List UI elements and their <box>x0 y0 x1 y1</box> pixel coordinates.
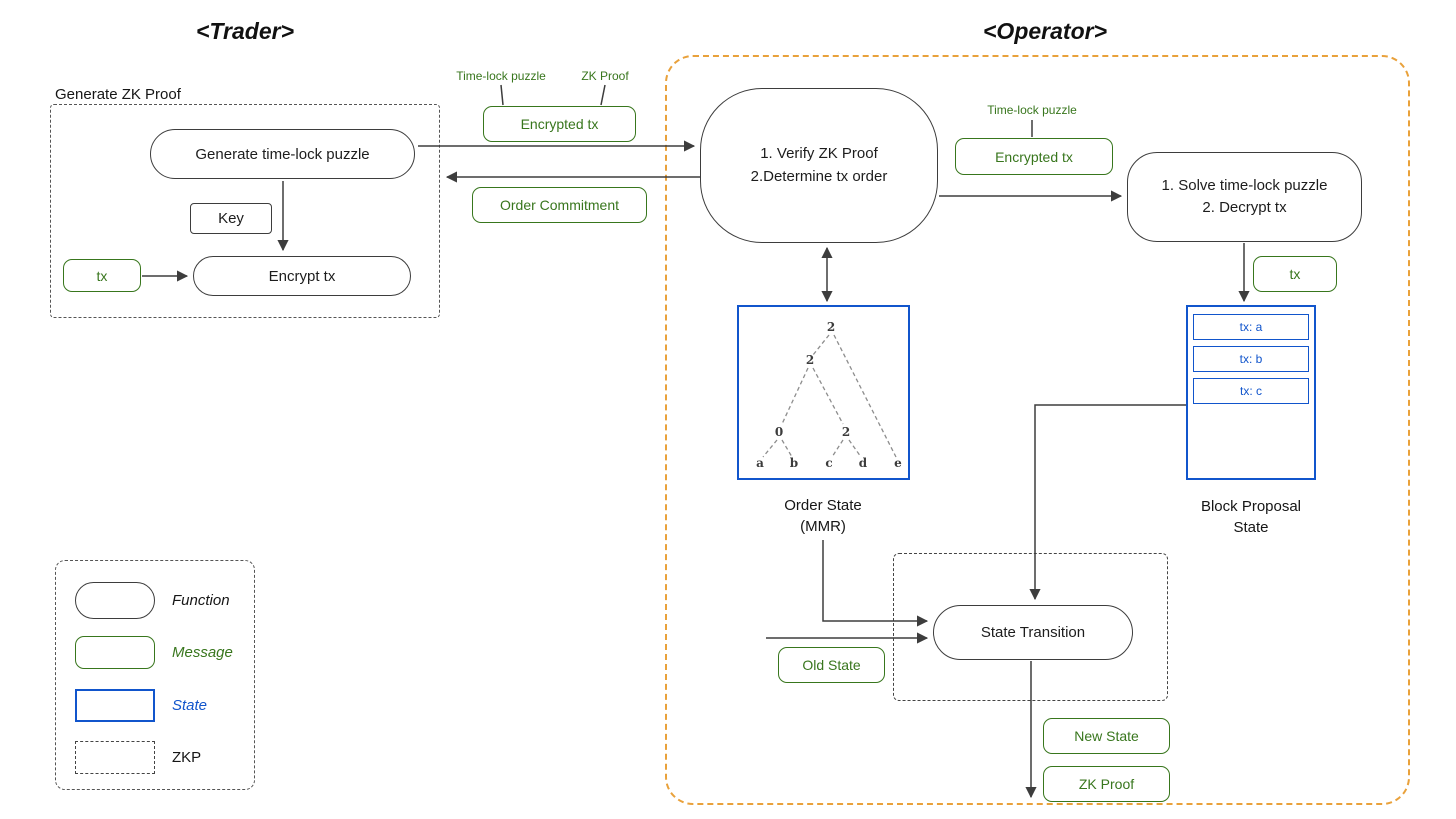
order-state-caption-line2: (MMR) <box>800 518 846 535</box>
legend-function-label: Function <box>172 592 230 609</box>
order-commitment-message: Order Commitment <box>472 187 647 223</box>
block-item-tx-a: tx: a <box>1193 314 1309 340</box>
key-box: Key <box>190 203 272 234</box>
timelock-puzzle-label-mid: Time-lock puzzle <box>987 103 1077 117</box>
mmr-leaf-d: d <box>859 456 868 470</box>
new-state-message: New State <box>1043 718 1170 754</box>
legend-message-shape <box>75 636 155 669</box>
generate-timelock-puzzle-function: Generate time-lock puzzle <box>150 129 415 179</box>
block-proposal-caption-line2: State <box>1233 519 1269 536</box>
block-item-tx-b: tx: b <box>1193 346 1309 372</box>
order-state-mmr-box: 2 2 0 2 a b c d e <box>737 305 910 480</box>
order-state-caption-line1: Order State <box>784 497 862 514</box>
legend-state-shape <box>75 689 155 722</box>
legend-state-label: State <box>172 697 208 714</box>
mmr-tree: 2 2 0 2 a b c d e <box>756 320 902 470</box>
verify-line2: 2.Determine tx order <box>750 167 888 185</box>
block-proposal-state-box: tx: a tx: b tx: c <box>1186 305 1316 480</box>
legend-function-shape <box>75 582 155 619</box>
zk-proof-label-top: ZK Proof <box>581 69 629 83</box>
legend-box <box>55 560 255 790</box>
encrypt-tx-function: Encrypt tx <box>193 256 411 296</box>
block-proposal-caption: Block Proposal State <box>1186 496 1316 538</box>
solve-line1: 1. Solve time-lock puzzle <box>1161 176 1328 194</box>
encrypted-tx-message-1: Encrypted tx <box>483 106 636 142</box>
mmr-left-node: 0 <box>775 425 783 439</box>
mmr-right-node: 2 <box>842 425 850 439</box>
state-transition-function: State Transition <box>933 605 1133 660</box>
timelock-puzzle-label-top: Time-lock puzzle <box>456 69 546 83</box>
mmr-leaf-e: e <box>894 456 902 470</box>
order-state-caption: Order State (MMR) <box>757 495 889 537</box>
mmr-root-node: 2 <box>827 320 835 334</box>
encrypted-tx-message-2: Encrypted tx <box>955 138 1113 175</box>
trader-group-label: Generate ZK Proof <box>55 86 181 103</box>
verify-line1: 1. Verify ZK Proof <box>760 145 878 162</box>
block-item-tx-c: tx: c <box>1193 378 1309 404</box>
operator-container <box>665 55 1410 805</box>
trader-tx-message: tx <box>63 259 141 292</box>
legend-zkp-label: ZKP <box>172 749 202 766</box>
legend-zkp-shape <box>75 741 155 774</box>
mmr-leaf-c: c <box>825 456 832 470</box>
mmr-leaf-a: a <box>756 456 764 470</box>
solve-timelock-puzzle-function: 1. Solve time-lock puzzle 2. Decrypt tx <box>1127 152 1362 242</box>
operator-tx-message: tx <box>1253 256 1337 292</box>
block-proposal-caption-line1: Block Proposal <box>1200 498 1302 515</box>
old-state-message: Old State <box>778 647 885 683</box>
zk-proof-message: ZK Proof <box>1043 766 1170 802</box>
legend-message-label: Message <box>172 644 233 661</box>
verify-zk-proof-function: 1. Verify ZK Proof 2.Determine tx order <box>700 88 938 243</box>
operator-title: <Operator> <box>983 18 1107 44</box>
trader-zkp-group <box>50 104 440 318</box>
mmr-mid-node: 2 <box>806 353 814 367</box>
solve-line2: 2. Decrypt tx <box>1202 199 1287 216</box>
trader-title: <Trader> <box>195 18 295 44</box>
mmr-leaf-b: b <box>790 456 798 470</box>
